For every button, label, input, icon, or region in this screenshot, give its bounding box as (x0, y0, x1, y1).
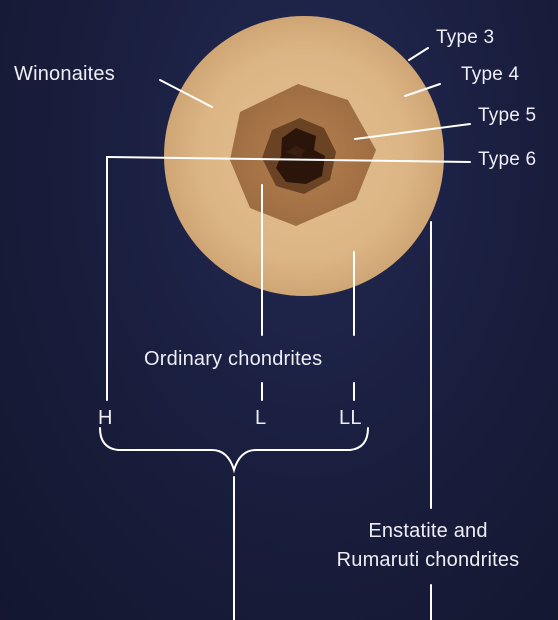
winonaites-label: Winonaites (14, 63, 115, 85)
type3-leader (408, 47, 429, 61)
group-h-label: H (98, 407, 113, 429)
ordinary-bracket (99, 427, 369, 474)
type5-label: Type 5 (478, 105, 537, 126)
type3-label: Type 3 (436, 27, 495, 48)
type4-leader (404, 83, 441, 97)
type5-leader (354, 123, 471, 140)
enstatite-rumaruti-label: Enstatite and Rumaruti chondrites (300, 517, 556, 575)
group-connectors (106, 156, 432, 620)
enstatite-label-line2: Rumaruti chondrites (336, 549, 520, 571)
core-inner-mark (286, 146, 305, 158)
group-l-label: L (255, 407, 267, 429)
group-ll-label: LL (339, 407, 362, 429)
type6-label: Type 6 (478, 149, 537, 170)
ordinary-chondrites-label: Ordinary chondrites (144, 348, 323, 370)
type4-label: Type 4 (461, 64, 520, 85)
winonaites-leader (159, 79, 213, 108)
type-leader-lines (106, 47, 471, 163)
type6-leader (106, 156, 471, 163)
enstatite-label-line1: Enstatite and (368, 520, 488, 542)
